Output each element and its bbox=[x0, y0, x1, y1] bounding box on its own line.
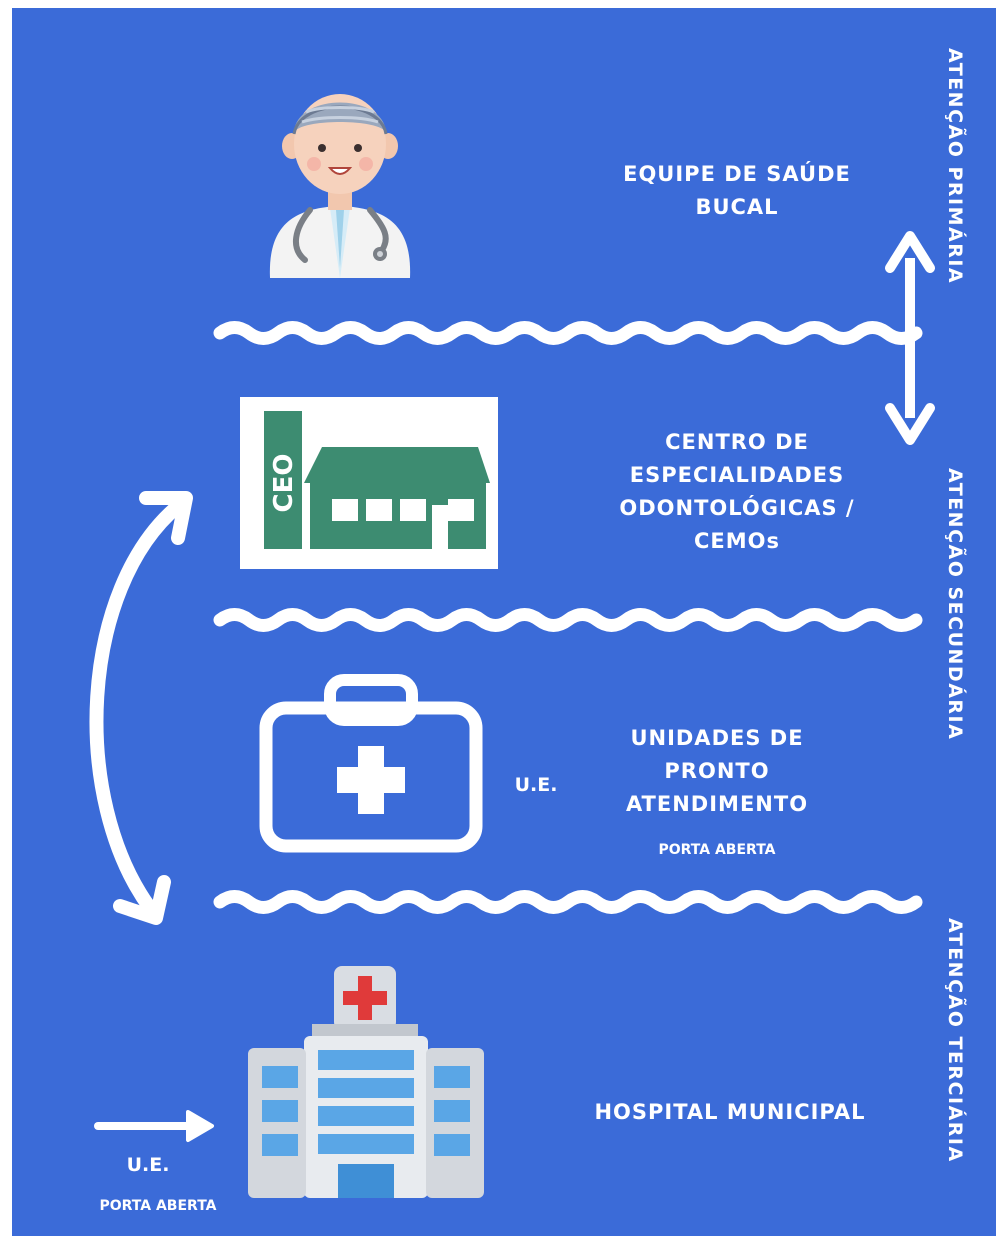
wave-divider-2 bbox=[213, 608, 923, 632]
dentist-icon bbox=[269, 94, 411, 278]
upa-porta-aberta-note: PORTA ABERTA bbox=[658, 842, 776, 858]
equipe-saude-bucal-title: EQUIPE DE SAÚDE BUCAL bbox=[572, 158, 902, 224]
hospital-porta-aberta-note: PORTA ABERTA bbox=[99, 1198, 217, 1214]
diagram-canvas: EQUIPE DE SAÚDE BUCAL ATENÇÃO PRIMÁRIA A… bbox=[12, 8, 996, 1236]
hospital-icon bbox=[248, 966, 484, 1198]
first-aid-kit-icon bbox=[259, 674, 483, 853]
atencao-secundaria-label: ATENÇÃO SECUNDÁRIA bbox=[944, 468, 966, 741]
upa-ue-label: U.E. bbox=[514, 774, 558, 796]
title-line: PRONTO bbox=[664, 759, 770, 783]
ceo-sign-text: CEO bbox=[269, 454, 299, 513]
title-line: BUCAL bbox=[695, 195, 779, 219]
upa-title: UNIDADES DE PRONTO ATENDIMENTO bbox=[567, 722, 867, 821]
title-line: EQUIPE DE SAÚDE bbox=[623, 162, 851, 186]
title-line: ATENDIMENTO bbox=[625, 792, 809, 816]
title-line: ODONTOLÓGICAS / bbox=[619, 496, 855, 520]
title-line: ESPECIALIDADES bbox=[629, 463, 845, 487]
primary-secondary-arrow-icon bbox=[885, 231, 935, 445]
wave-divider-3 bbox=[213, 890, 923, 914]
hospital-ue-label: U.E. bbox=[126, 1154, 170, 1176]
atencao-terciaria-label: ATENÇÃO TERCIÁRIA bbox=[944, 918, 966, 1163]
secondary-tertiary-arrow-icon bbox=[89, 491, 193, 925]
atencao-primaria-label: ATENÇÃO PRIMÁRIA bbox=[944, 48, 966, 285]
ceo-building-icon: CEO bbox=[240, 397, 498, 569]
title-line: CENTRO DE bbox=[665, 430, 809, 454]
wave-divider-1 bbox=[213, 321, 923, 345]
title-line: CEMOs bbox=[693, 529, 780, 553]
ceo-title: CENTRO DE ESPECIALIDADES ODONTOLÓGICAS /… bbox=[572, 426, 902, 558]
hospital-entry-arrow-icon bbox=[94, 1110, 214, 1142]
title-line: UNIDADES DE bbox=[630, 726, 804, 750]
hospital-title: HOSPITAL MUNICIPAL bbox=[594, 1100, 866, 1124]
